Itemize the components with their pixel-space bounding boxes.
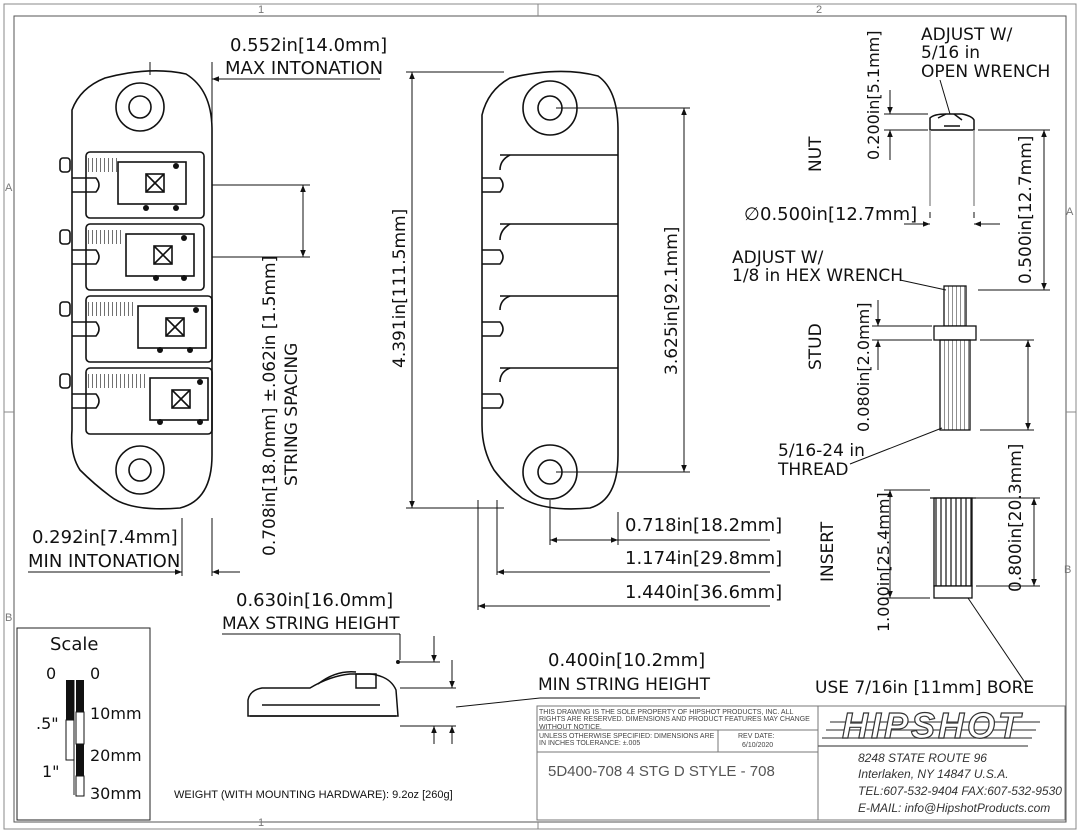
scale-bar-mm-1: [76, 680, 84, 712]
bridge-top-view: [59, 70, 213, 510]
nut-adjust-line-1: ADJUST W/: [921, 25, 1013, 45]
max-string-height-dimension: 0.630in[16.0mm]: [236, 590, 394, 611]
zone-label-top-2: 2: [816, 4, 823, 16]
nut-dimensions: [884, 79, 1050, 291]
weight-note: WEIGHT (WITH MOUNTING HARDWARE): 9.2oz […: [174, 789, 453, 801]
scale-mm-label-0: 0: [90, 664, 101, 683]
zone-label-right-a: A: [1066, 206, 1074, 218]
max-intonation-label: MAX INTONATION: [225, 58, 384, 79]
stud-label: STUD: [806, 323, 826, 370]
min-intonation-label: MIN INTONATION: [28, 551, 181, 572]
side-view-point: [396, 660, 400, 664]
nut-adjust-line-2: 5/16 in: [921, 43, 981, 63]
stud-dimensions: [849, 279, 1034, 465]
width-dimension-2: 1.174in[29.8mm]: [625, 548, 783, 569]
insert-dimensions: [884, 489, 1040, 685]
stud-drawing: [933, 285, 977, 431]
scale-bar-inch-1: [66, 680, 74, 720]
nut-diameter-dimension: 0.500in[12.7mm]: [760, 204, 918, 225]
scale-bar-inch-2: [65, 719, 75, 761]
rev-date-label: REV DATE:: [738, 733, 775, 740]
nut-diameter-symbol: ∅: [744, 204, 760, 225]
address-line-1: 8248 STATE ROUTE 96: [858, 751, 987, 765]
scale-bar-mm-3: [76, 744, 84, 776]
zone-label-left-a: A: [5, 182, 13, 194]
max-intonation-dimension: 0.552in[14.0mm]: [230, 35, 388, 56]
address-line-4: E-MAIL: info@HipshotProducts.com: [858, 801, 1051, 815]
string-spacing-label: STRING SPACING: [282, 342, 302, 486]
center-view-dimensions: [406, 71, 770, 610]
property-note: THIS DRAWING IS THE SOLE PROPERTY OF HIP…: [539, 709, 810, 731]
scale-bar-mm-4: [75, 775, 85, 797]
title-block-lines: [536, 705, 1066, 821]
hipshot-logo-lines: [818, 721, 1040, 747]
scale-bar-mm-2: [75, 711, 85, 745]
rev-date-value: 6/10/2020: [742, 742, 774, 749]
insert-drawing: [930, 497, 976, 599]
scale-inch-label-0: 0: [46, 664, 57, 683]
zone-label-top-1: 1: [258, 4, 265, 16]
stud-adjust-line-1: ADJUST W/: [732, 248, 824, 268]
insert-length-dimension: 1.000in[25.4mm]: [874, 492, 893, 632]
address-line-2: Interlaken, NY 14847 U.S.A.: [858, 767, 1009, 781]
stud-adjust-line-2: 1/8 in HEX WRENCH: [732, 266, 903, 286]
saddle-threads: [88, 158, 146, 388]
hole-spacing-dimension: 3.625in[92.1mm]: [662, 226, 682, 375]
string-spacing-dimension: 0.708in[18.0mm] ±.062in [1.5mm]: [260, 255, 280, 556]
overall-length-dimension: 4.391in[111.5mm]: [390, 208, 410, 368]
scale-mm-label-20: 20mm: [90, 746, 142, 765]
tolerance-note: UNLESS OTHERWISE SPECIFIED: DIMENSIONS A…: [539, 733, 715, 748]
thread-line-2: THREAD: [778, 460, 849, 480]
address-line-3: TEL:607-532-9404 FAX:607-532-9530: [858, 784, 1062, 798]
sheet-frame: [3, 3, 1077, 830]
bridge-side-view: [247, 671, 399, 717]
zone-label-right-b: B: [1064, 564, 1072, 576]
min-string-height-label: MIN STRING HEIGHT: [538, 675, 710, 695]
scale-inch-label-half: .5": [36, 714, 59, 733]
zone-label-left-b: B: [5, 612, 13, 624]
stud-collar-dimension: 0.080in[2.0mm]: [854, 302, 873, 433]
nut-width-dimension: 0.500in[12.7mm]: [1016, 135, 1036, 284]
insert-label: INSERT: [818, 521, 838, 582]
scale-inch-label-1: 1": [42, 762, 60, 781]
width-dimension-3: 1.440in[36.6mm]: [625, 582, 783, 603]
bore-note: USE 7/16in [11mm] BORE: [815, 678, 1035, 698]
hipshot-logo: HIPSHOT: [841, 705, 1024, 746]
zone-label-bottom-1: 1: [258, 817, 265, 829]
nut-drawing: [929, 113, 975, 206]
scale-mm-label-10: 10mm: [90, 704, 142, 723]
baseplate-view: [481, 70, 619, 510]
nut-adjust-line-3: OPEN WRENCH: [921, 62, 1051, 82]
part-name: 5D400-708 4 STG D STYLE - 708: [548, 763, 775, 780]
scale-mm-label-30: 30mm: [90, 784, 142, 803]
nut-height-dimension: 0.200in[5.1mm]: [864, 30, 883, 161]
max-string-height-label: MAX STRING HEIGHT: [222, 614, 400, 634]
min-intonation-dimension: 0.292in[7.4mm]: [32, 527, 178, 548]
left-view-dimensions: [28, 62, 380, 576]
nut-label: NUT: [806, 136, 826, 172]
insert-diameter-dimension: 0.800in[20.3mm]: [1006, 443, 1026, 592]
min-string-height-dimension: 0.400in[10.2mm]: [548, 650, 706, 671]
saddle-screws: [143, 163, 203, 425]
side-view-dimensions: [222, 633, 700, 744]
scale-title: Scale: [50, 634, 99, 655]
width-dimension-1: 0.718in[18.2mm]: [625, 515, 783, 536]
thread-line-1: 5/16-24 in: [778, 441, 865, 461]
